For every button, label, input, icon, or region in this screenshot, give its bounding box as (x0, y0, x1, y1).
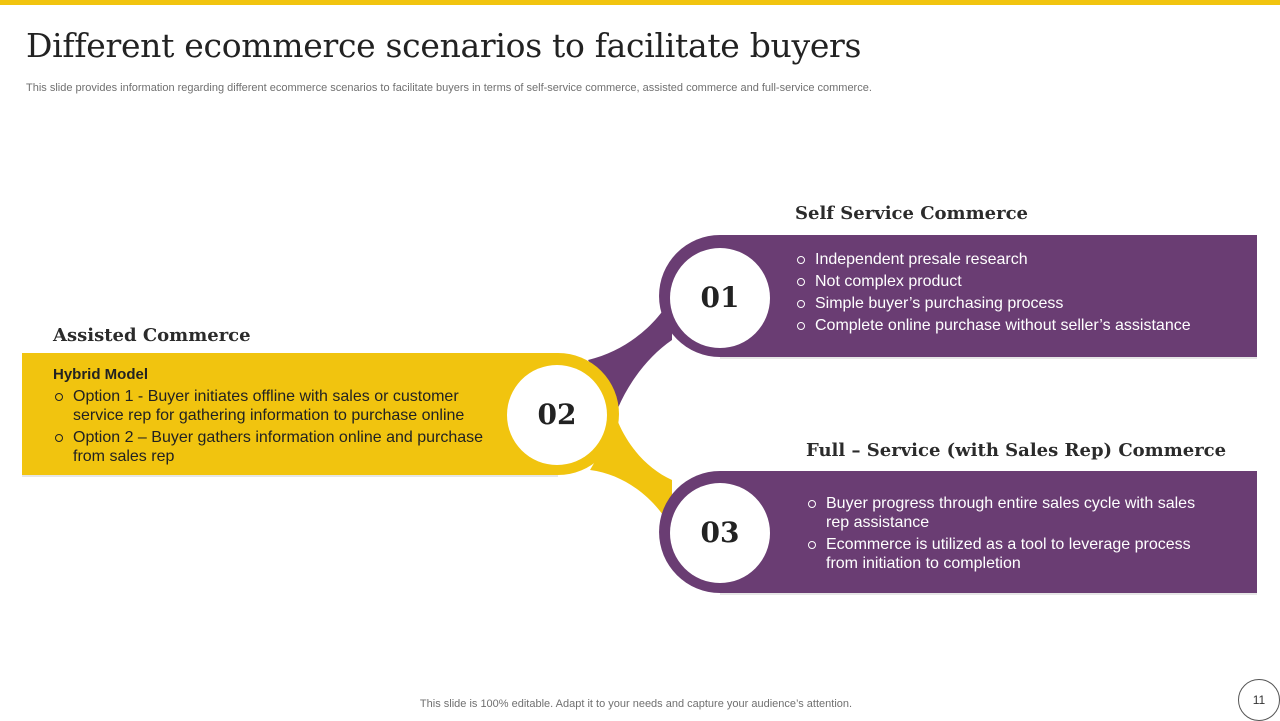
full-service-heading: Full – Service (with Sales Rep) Commerce (806, 440, 1227, 461)
panel-assisted (22, 353, 558, 475)
scenario-number-02: 02 (537, 398, 577, 431)
assisted-subheading: Hybrid Model (53, 366, 149, 383)
top-accent-bar (0, 0, 1280, 5)
self-service-heading: Self Service Commerce (795, 203, 1028, 224)
list-item: Option 1 - Buyer initiates offline with … (53, 387, 488, 425)
circle-03 (670, 483, 770, 583)
scenario-number-03: 03 (700, 516, 740, 549)
list-item: Option 2 – Buyer gathers information onl… (53, 428, 488, 466)
connector-02-03 (590, 422, 672, 530)
slide-title: Different ecommerce scenarios to facilit… (26, 26, 862, 65)
page-number-badge: 11 (1238, 679, 1280, 721)
assisted-heading: Assisted Commerce (53, 325, 251, 346)
connector-02-01 (588, 296, 672, 408)
list-item: Independent presale research (795, 250, 1235, 269)
slide-footer: This slide is 100% editable. Adapt it to… (419, 698, 853, 710)
self-service-list: Independent presale research Not complex… (795, 250, 1235, 338)
list-item: Simple buyer’s purchasing process (795, 294, 1235, 313)
list-item: Not complex product (795, 272, 1235, 291)
list-item: Ecommerce is utilized as a tool to lever… (806, 535, 1216, 573)
list-item: Buyer progress through entire sales cycl… (806, 494, 1216, 532)
assisted-list: Option 1 - Buyer initiates offline with … (53, 387, 488, 469)
full-service-list: Buyer progress through entire sales cycl… (806, 494, 1216, 576)
panel-full-service (720, 471, 1257, 593)
list-item: Complete online purchase without seller’… (795, 316, 1235, 335)
circle-01 (670, 248, 770, 348)
slide-subtitle: This slide provides information regardin… (26, 82, 872, 94)
scenario-number-01: 01 (700, 281, 740, 314)
circle-02 (507, 365, 607, 465)
panel-self-service (720, 235, 1257, 357)
